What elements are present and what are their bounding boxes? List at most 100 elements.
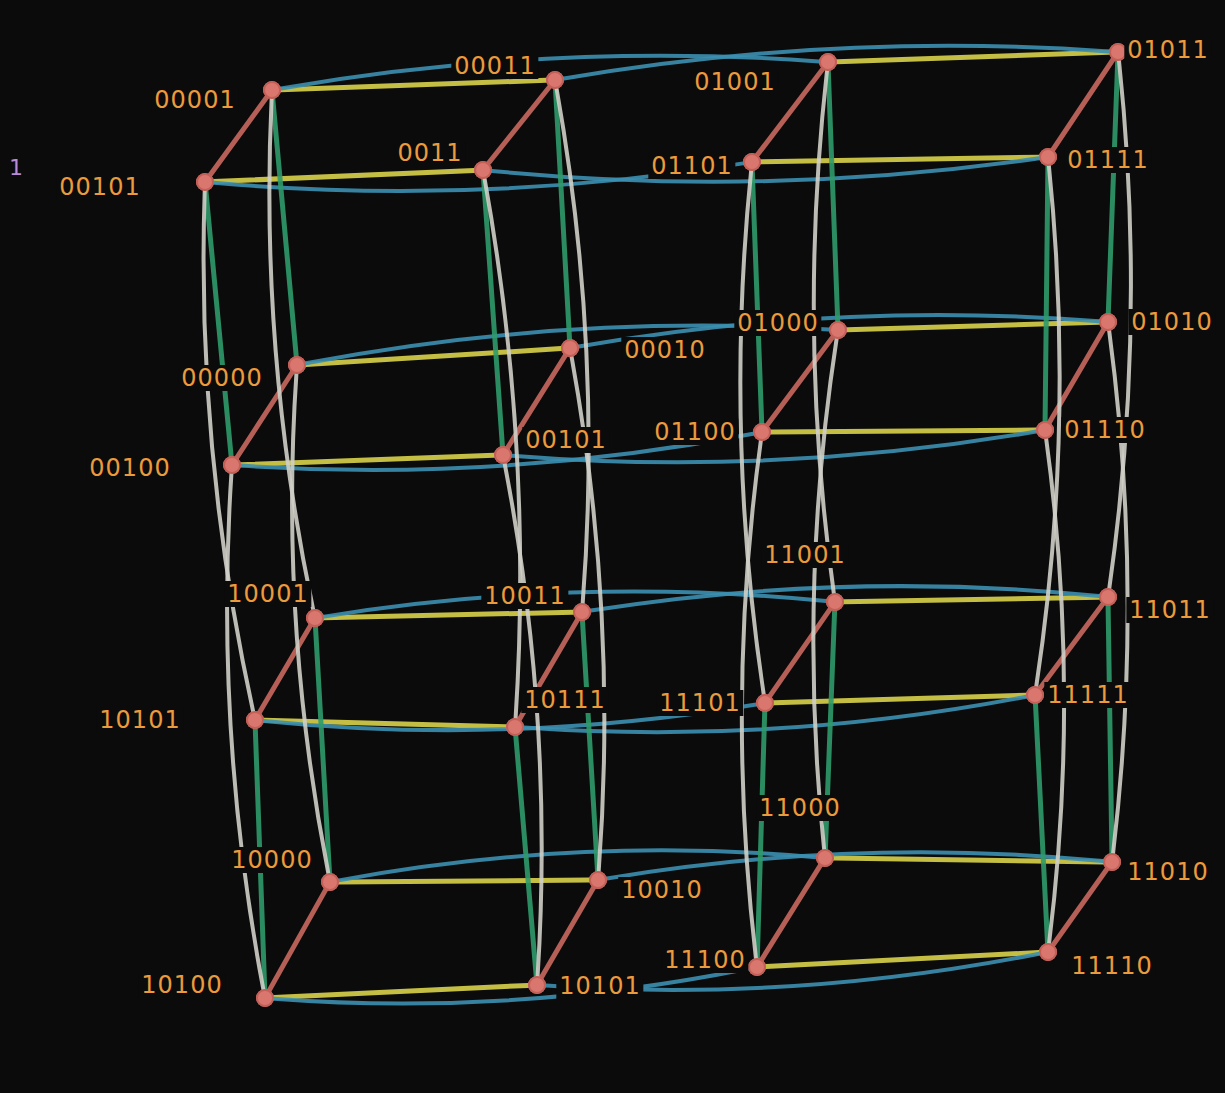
hypercube-edge [564, 46, 1109, 79]
hypercube-edge [241, 455, 494, 464]
hypercube-edge [847, 322, 1099, 329]
vertex-dot: 10000 [321, 873, 339, 891]
binary-label: 00001 [151, 87, 238, 113]
vertex-dot: 10101 [528, 976, 546, 994]
binary-label: 00101 [56, 174, 143, 200]
hypercube-edge [591, 586, 1099, 610]
binary-label: 10010 [618, 877, 705, 903]
binary-label: 10100 [138, 972, 225, 998]
vertex-dot: 00000 [288, 356, 306, 374]
binary-label: 01010 [1128, 309, 1215, 335]
binary-label: 01101 [648, 153, 735, 179]
binary-label: 00000 [178, 365, 265, 391]
hypercube-edge [485, 179, 521, 718]
vertex-dot: 10011 [573, 603, 591, 621]
hypercube-edge [324, 612, 573, 618]
vertex-dot: 00100 [223, 456, 241, 474]
binary-label: 10011 [481, 583, 568, 609]
hypercube-edge [489, 87, 550, 163]
hypercube-edge [269, 890, 325, 990]
binary-label: 11111 [1044, 682, 1131, 708]
vertex-dot: 11001 [826, 593, 844, 611]
hypercube-edge [583, 621, 598, 871]
hypercube-edge [607, 852, 1103, 878]
binary-label: 00100 [86, 455, 173, 481]
binary-label: 00010 [621, 337, 708, 363]
binary-label: 01000 [734, 310, 821, 336]
vertex-dot: 10100 [256, 989, 274, 1007]
binary-label: 01100 [651, 419, 738, 445]
vertex-dot: 01001 [819, 53, 837, 71]
binary-label: 00101 [522, 427, 609, 453]
binary-label: 10101 [96, 707, 183, 733]
vertex-dot: 00101 [196, 173, 214, 191]
hypercube-edge [516, 736, 536, 976]
vertex-dot: 11010 [1103, 853, 1121, 871]
binary-label: 10101 [556, 973, 643, 999]
binary-label: 10000 [228, 847, 315, 873]
hypercube-edge [273, 99, 296, 356]
vertex-dot: 11101 [756, 694, 774, 712]
vertex-dot: 01011 [1109, 43, 1127, 61]
vertex-dot: 00011 [546, 71, 564, 89]
binary-label: 11000 [756, 795, 843, 821]
hypercube-edge [274, 985, 528, 997]
vertex-dot: 11111 [1026, 686, 1044, 704]
hypercube-edge [1036, 704, 1048, 943]
hypercube-edge [1040, 604, 1102, 688]
vertex-dot: 01100 [753, 423, 771, 441]
binary-label: 01001 [691, 69, 778, 95]
hypercube-edge [542, 888, 594, 977]
hypercube-edge [771, 430, 1036, 432]
binary-label: 01110 [1061, 417, 1148, 443]
hypercube-edge [1036, 166, 1059, 686]
binary-label: 0011 [394, 140, 465, 166]
hypercube-edge [492, 158, 1039, 181]
hypercube-edge [339, 880, 589, 882]
hypercube-edge [837, 52, 1109, 61]
vertex-dot: 01101 [743, 153, 761, 171]
binary-label: 11011 [1126, 597, 1213, 623]
binary-label: 01011 [1124, 37, 1211, 63]
binary-label: 11100 [661, 947, 748, 973]
hypercube-edge [752, 171, 761, 423]
binary-label: 11110 [1068, 953, 1155, 979]
hypercube-edge [774, 695, 1026, 702]
vertex-dot: 00001 [263, 81, 281, 99]
hypercube-edge [770, 609, 830, 695]
hypercube-edge [1053, 869, 1107, 944]
binary-label: 11101 [656, 690, 743, 716]
hypercube-edge [762, 866, 820, 960]
vertex-dot: 10001 [306, 609, 324, 627]
vertex-dot: 11100 [748, 958, 766, 976]
vertex-dot: 10111 [506, 718, 524, 736]
vertex-dot: 01110 [1036, 421, 1054, 439]
hypercube-edge [274, 969, 748, 1004]
binary-label: 11001 [761, 542, 848, 568]
vertex-dot: 11110 [1039, 943, 1057, 961]
hypercube-edge [227, 474, 263, 989]
hypercube-edge [505, 464, 542, 976]
vertex-dot: 0011 [474, 161, 492, 179]
hypercube-edge [767, 337, 832, 425]
vertex-dot: 01010 [1099, 313, 1117, 331]
vertex-dot: 10101 [246, 711, 264, 729]
binary-label: 01111 [1064, 147, 1151, 173]
vertex-dot: 10010 [589, 871, 607, 889]
vertex-dot: 00101 [494, 446, 512, 464]
vertex-dot: 00010 [561, 339, 579, 357]
vertex-dot: 11011 [1099, 588, 1117, 606]
vertex-dot: 01111 [1039, 148, 1057, 166]
hypercube-edge [761, 157, 1039, 162]
hypercube-edge [828, 71, 837, 321]
hypercube-edge [1108, 606, 1112, 853]
vertex-dot: 01000 [829, 321, 847, 339]
hypercube-edge [214, 170, 474, 181]
binary-label: 11010 [1124, 859, 1211, 885]
stray-mark: 1 [9, 157, 23, 179]
hypercube-edge [1108, 61, 1117, 313]
binary-label: 00011 [451, 53, 538, 79]
hypercube-edge [292, 374, 328, 873]
